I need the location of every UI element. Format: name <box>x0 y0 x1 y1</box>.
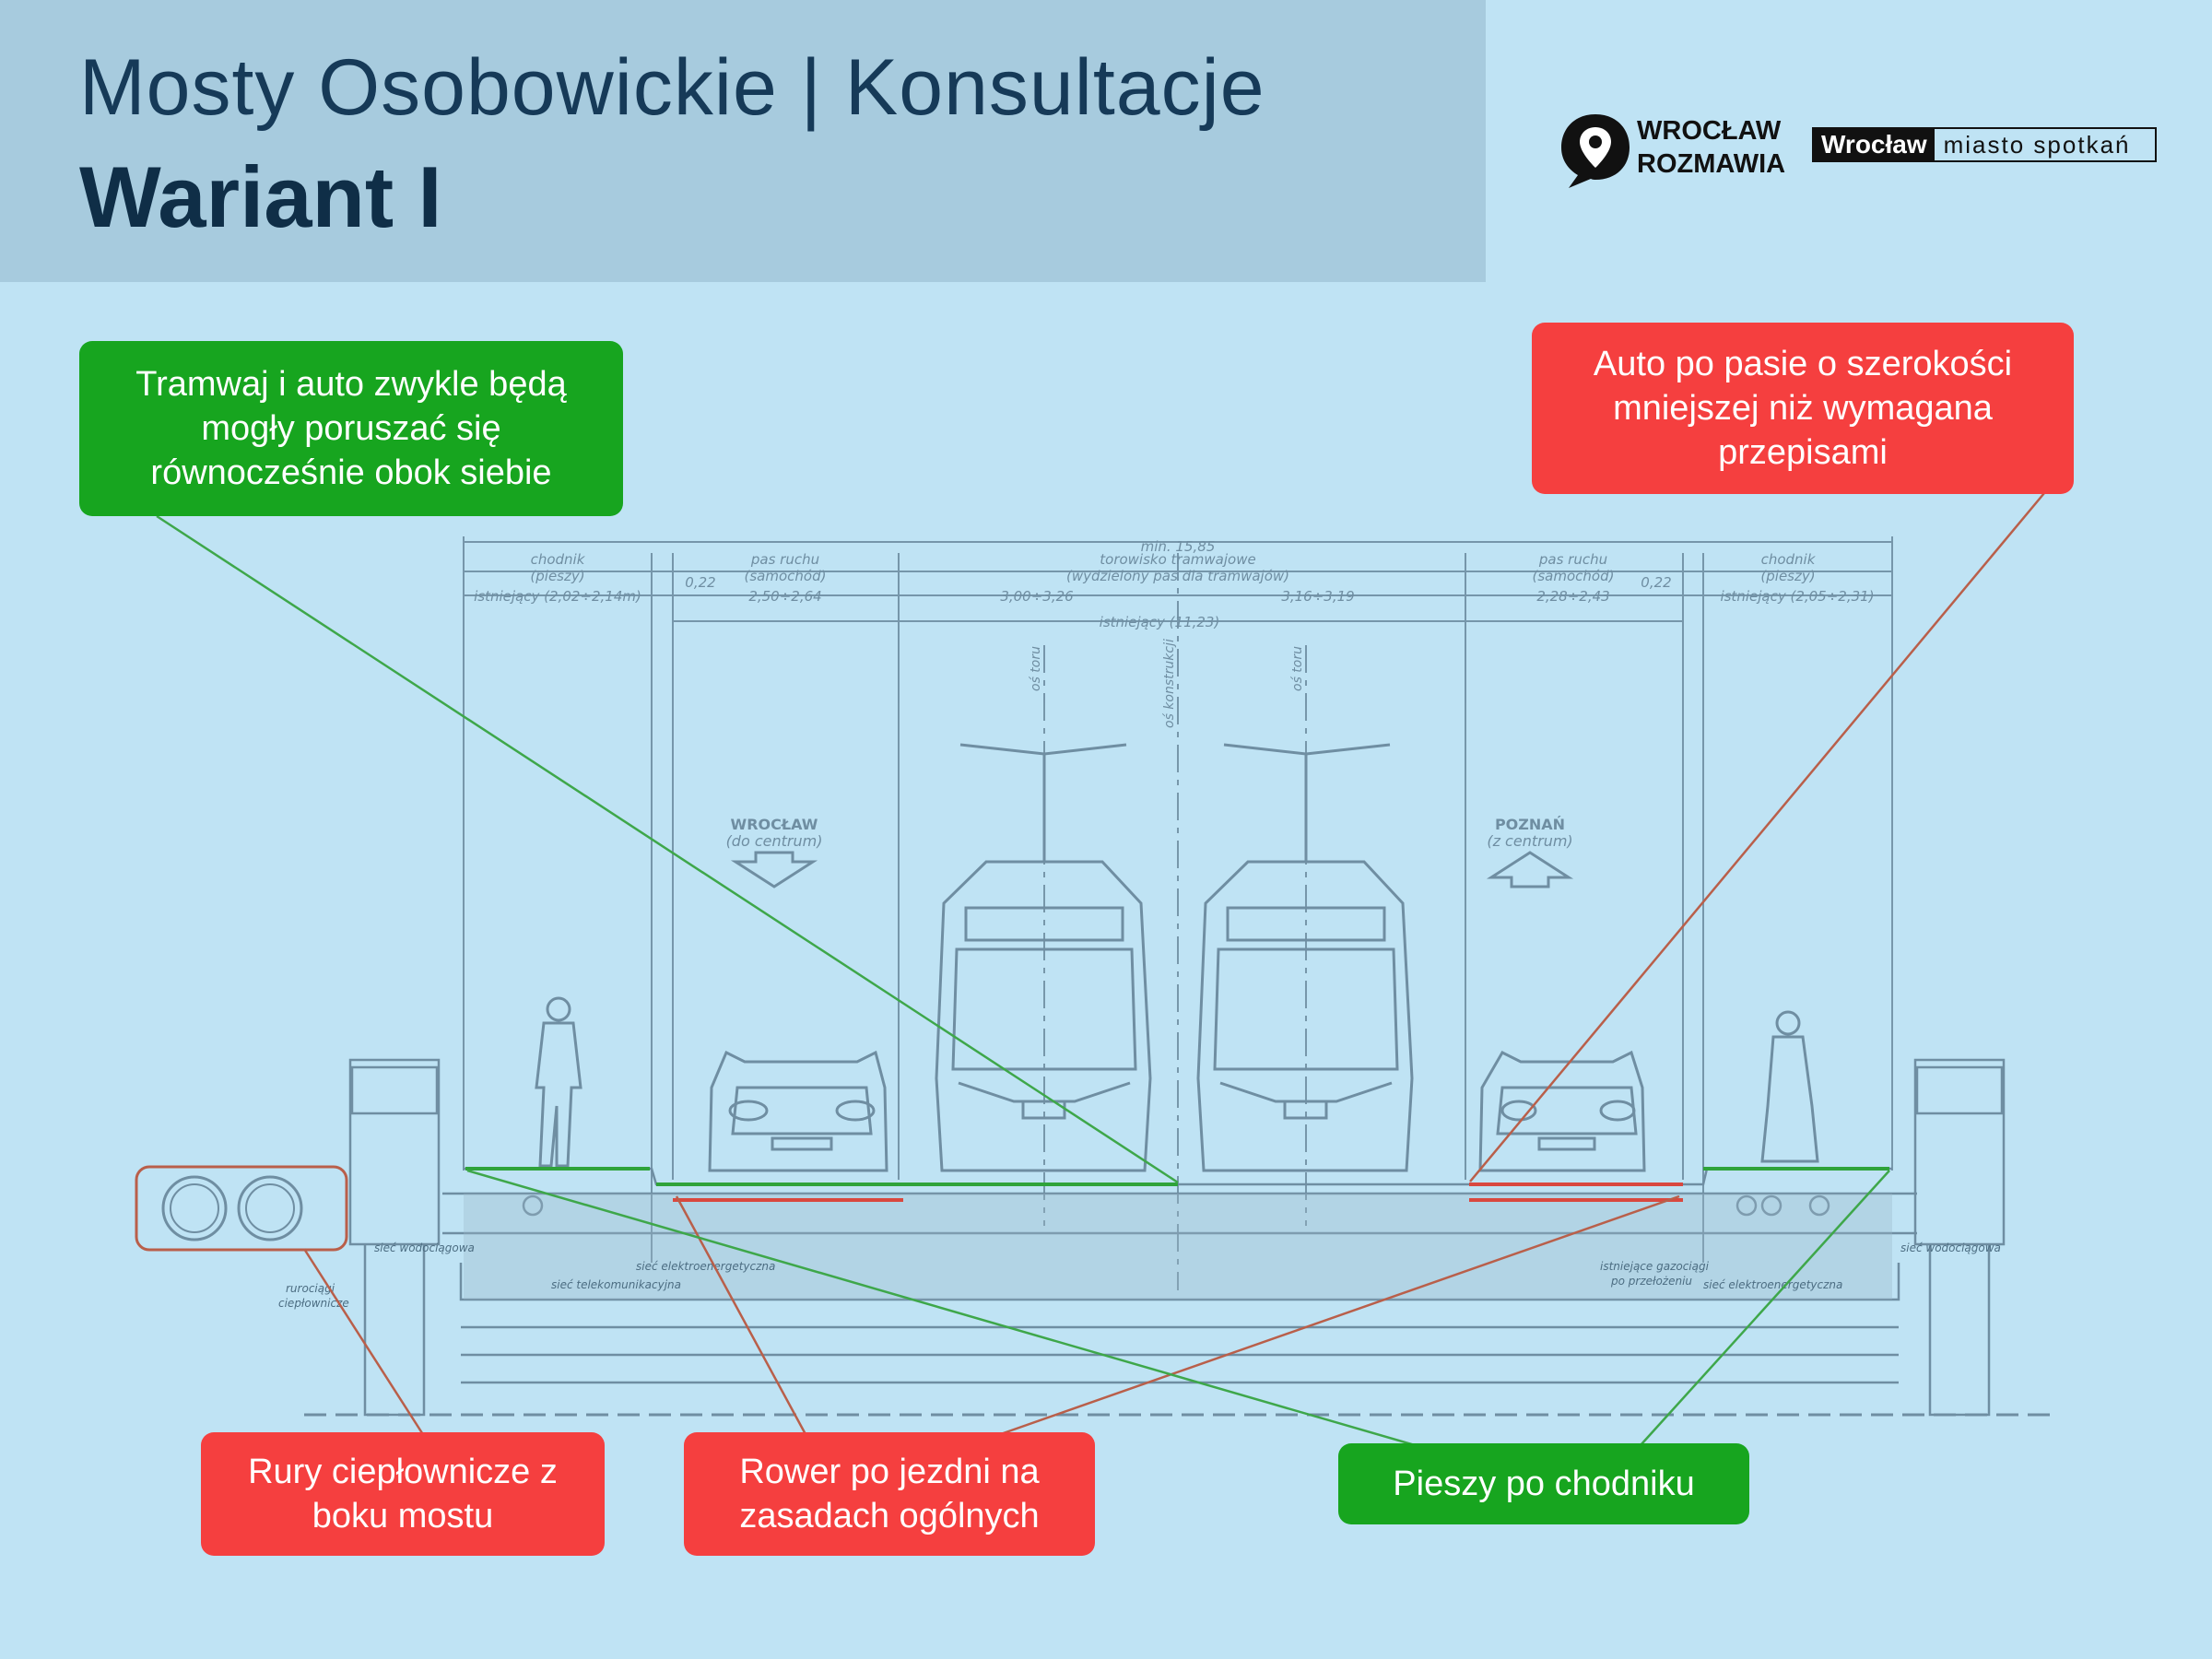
dim-width-right: 2,28÷2,43 <box>1536 588 1609 605</box>
direction-right: POZNAŃ (z centrum) <box>1486 816 1574 888</box>
svg-text:POZNAŃ: POZNAŃ <box>1495 816 1565 833</box>
dim-wydzielony: (wydzielony pas dla tramwajów) <box>1066 568 1289 584</box>
car-left <box>708 1050 888 1172</box>
svg-text:(z centrum): (z centrum) <box>1487 832 1572 850</box>
leader-tram-car <box>156 514 1179 1184</box>
bridge-deck <box>304 1058 2055 1417</box>
svg-text:ciepłownicze: ciepłownicze <box>278 1297 349 1310</box>
dim-chodnik-right: chodnik <box>1761 551 1817 568</box>
arrow-down-icon <box>730 851 818 888</box>
wroclaw-rozmawia-text: WROCŁAW ROZMAWIA <box>1637 116 1786 179</box>
tram-right <box>1196 743 1414 1172</box>
leader-car-lane <box>1469 492 2045 1182</box>
page-title: Mosty Osobowickie | Konsultacje <box>79 43 1265 132</box>
svg-text:rurociągi: rurociągi <box>286 1282 335 1295</box>
car-right <box>1478 1050 1646 1172</box>
heating-pipes <box>135 1165 348 1252</box>
dim-existing-mid: istniejący (11,23) <box>1100 614 1220 630</box>
dim-022-right: 0,22 <box>1641 574 1671 591</box>
svg-text:sieć wodociągowa: sieć wodociągowa <box>1900 1241 2001 1254</box>
dim-istn-right: istniejący (2,05÷2,31) <box>1720 588 1874 605</box>
svg-text:WROCŁAW: WROCŁAW <box>731 816 818 833</box>
dim-chodnik-left: chodnik <box>531 551 586 568</box>
dim-samochod-left: (samochód) <box>745 568 827 584</box>
leader-pedestrian-left <box>466 1169 1416 1447</box>
dim-pieszy-right: (pieszy) <box>1760 568 1815 584</box>
dim-pieszy-left: (pieszy) <box>530 568 584 584</box>
dim-022-left: 0,22 <box>685 574 715 591</box>
direction-left: WROCŁAW (do centrum) <box>726 816 823 888</box>
leader-pipes <box>302 1248 426 1437</box>
callout-bike: Rower po jezdni na zasadach ogólnych <box>684 1432 1095 1556</box>
svg-text:sieć wodociągowa: sieć wodociągowa <box>374 1241 475 1254</box>
arrow-up-icon <box>1486 851 1574 888</box>
tram-left <box>935 743 1152 1172</box>
dim-width-left: 2,50÷2,64 <box>748 588 821 605</box>
dim-track-2: 3,16÷3,19 <box>1281 588 1354 605</box>
dim-torowisko: torowisko tramwajowe <box>1100 551 1255 568</box>
axis-label-track-2: oś toru <box>1290 646 1305 691</box>
svg-text:po przełożeniu: po przełożeniu <box>1610 1275 1692 1288</box>
callout-pedestrian: Pieszy po chodniku <box>1338 1443 1749 1524</box>
wroclaw-rozmawia-logo: WROCŁAW ROZMAWIA <box>1556 109 1785 192</box>
pedestrian-right <box>1760 1010 1819 1163</box>
dim-track-1: 3,00÷3,26 <box>1000 588 1073 605</box>
page-subtitle: Wariant I <box>79 148 442 245</box>
dim-total: min. 15,85 <box>1141 538 1216 555</box>
svg-text:istniejące gazociągi: istniejące gazociągi <box>1600 1260 1710 1273</box>
dim-pasruchu-left: pas ruchu <box>750 551 819 568</box>
axis-label-structure: oś konstrukcji <box>1162 639 1177 728</box>
title-panel: Mosty Osobowickie | Konsultacje Wariant … <box>0 0 1486 282</box>
dim-pasruchu-right: pas ruchu <box>1538 551 1607 568</box>
callout-pipes: Rury ciepłownicze z boku mostu <box>201 1432 605 1556</box>
miasto-spotkan-logo: Wrocław miasto spotkań <box>1812 127 2157 162</box>
svg-text:sieć elektroenergetyczna: sieć elektroenergetyczna <box>636 1260 775 1273</box>
svg-text:sieć elektroenergetyczna: sieć elektroenergetyczna <box>1703 1278 1842 1291</box>
svg-text:sieć telekomunikacyjna: sieć telekomunikacyjna <box>551 1278 681 1291</box>
dim-samochod-right: (samochód) <box>1533 568 1615 584</box>
dim-istn-left: istniejący (2,02÷2,14m) <box>474 588 641 605</box>
axis-label-track-1: oś toru <box>1029 646 1043 691</box>
drawing-annotations: sieć wodociągowa sieć telekomunikacyjna … <box>278 1241 2001 1310</box>
callout-tram-car: Tramwaj i auto zwykle będą mogły porusza… <box>79 341 623 516</box>
leader-pedestrian-right <box>1640 1170 1890 1446</box>
leader-bike-right <box>994 1194 1680 1438</box>
callout-car-lane: Auto po pasie o szerokości mniejszej niż… <box>1532 323 2074 494</box>
pedestrian-left <box>535 996 582 1168</box>
chat-pin-icon <box>1561 114 1630 188</box>
svg-text:(do centrum): (do centrum) <box>726 832 823 850</box>
